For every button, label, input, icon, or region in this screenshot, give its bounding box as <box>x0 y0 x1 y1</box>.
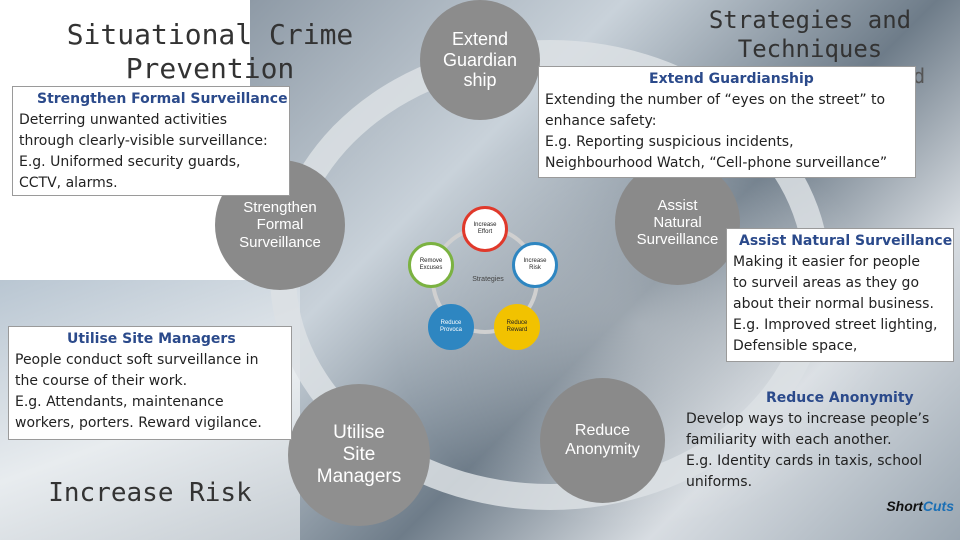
box-natural-line: E.g. Improved street lighting, <box>733 317 938 333</box>
box-reduce-anonymity: Reduce Anonymity Develop ways to increas… <box>680 386 954 510</box>
box-strengthen-line: Deterring unwanted activities <box>19 112 228 128</box>
box-managers-heading: Utilise Site Managers <box>67 331 236 347</box>
logo-text-a: Short <box>886 498 923 514</box>
circle-reduce-anonymity[interactable]: Reduce Anonymity <box>540 378 665 503</box>
box-natural-heading: Assist Natural Surveillance <box>739 233 953 249</box>
box-managers-line: People conduct soft surveillance in <box>15 352 259 368</box>
circle-extend-guardianship[interactable]: Extend Guardian ship <box>420 0 540 120</box>
node-remove-excuses[interactable]: Remove Excuses <box>408 242 454 288</box>
circle-utilise-managers-label: Utilise Site Managers <box>316 422 402 487</box>
node-increase-risk[interactable]: Increase Risk <box>512 242 558 288</box>
node-increase-effort[interactable]: Increase Effort <box>462 206 508 252</box>
box-anonymity-line: Develop ways to increase people’s <box>686 411 930 427</box>
box-utilise-managers: Utilise Site Managers People conduct sof… <box>8 326 292 440</box>
circle-extend-guardianship-label: Extend Guardian ship <box>442 28 518 91</box>
slide-title-right: Strategies and Techniques <box>708 6 912 63</box>
node-reduce-reward[interactable]: Reduce Reward <box>494 304 540 350</box>
node-reduce-provocation[interactable]: Reduce Provoca <box>428 304 474 350</box>
strategies-cycle-diagram: Increase Effort Increase Risk Reduce Rew… <box>400 200 570 350</box>
circle-reduce-anonymity-label: Reduce Anonymity <box>565 422 640 458</box>
box-anonymity-line: familiarity with each another. <box>686 432 892 448</box>
box-anonymity-heading: Reduce Anonymity <box>766 390 914 406</box>
box-strengthen-line: E.g. Uniformed security guards, <box>19 154 241 170</box>
box-assist-surveillance: Assist Natural Surveillance Making it ea… <box>726 228 954 362</box>
box-strengthen-line: through clearly-visible surveillance: <box>19 133 268 149</box>
box-natural-line: to surveil areas as they go <box>733 275 920 291</box>
box-managers-line: the course of their work. <box>15 373 188 389</box>
box-natural-line: Making it easier for people <box>733 254 921 270</box>
box-strengthen-line: CCTV, alarms. <box>19 175 118 191</box>
shortcuts-logo: ShortCuts <box>886 498 954 514</box>
diagram-center-label: Strategies <box>472 276 504 283</box>
circle-assist-surveillance[interactable]: Assist Natural Surveillance <box>615 160 740 285</box>
box-strengthen-surveillance: Strengthen Formal Surveillance Deterring… <box>12 86 290 196</box>
slide-title-left: Situational Crime Prevention <box>66 18 354 85</box>
circle-strengthen-surveillance-label: Strengthen Formal Surveillance <box>239 199 321 251</box>
box-strengthen-heading: Strengthen Formal Surveillance <box>37 91 288 107</box>
logo-text-b: Cuts <box>922 498 954 514</box>
box-anonymity-line: E.g. Identity cards in taxis, school <box>686 453 923 469</box>
box-anonymity-line: uniforms. <box>686 474 753 490</box>
bottom-left-label: Increase Risk <box>48 478 252 508</box>
box-natural-line: about their normal business. <box>733 296 934 312</box>
circle-utilise-managers[interactable]: Utilise Site Managers <box>288 384 430 526</box>
box-guardianship-line: enhance safety: <box>545 113 657 129</box>
box-guardianship-heading: Extend Guardianship <box>649 71 814 87</box>
box-guardianship-line: Neighbourhood Watch, “Cell-phone surveil… <box>545 155 888 171</box>
box-guardianship-line: Extending the number of “eyes on the str… <box>545 92 886 108</box>
box-extend-guardianship: Extend Guardianship Extending the number… <box>538 66 916 178</box>
box-managers-line: workers, porters. Reward vigilance. <box>15 415 262 431</box>
box-guardianship-line: E.g. Reporting suspicious incidents, <box>545 134 794 150</box>
box-natural-line: Defensible space, <box>733 338 858 354</box>
box-managers-line: E.g. Attendants, maintenance <box>15 394 224 410</box>
circle-assist-surveillance-label: Assist Natural Surveillance <box>636 196 719 249</box>
